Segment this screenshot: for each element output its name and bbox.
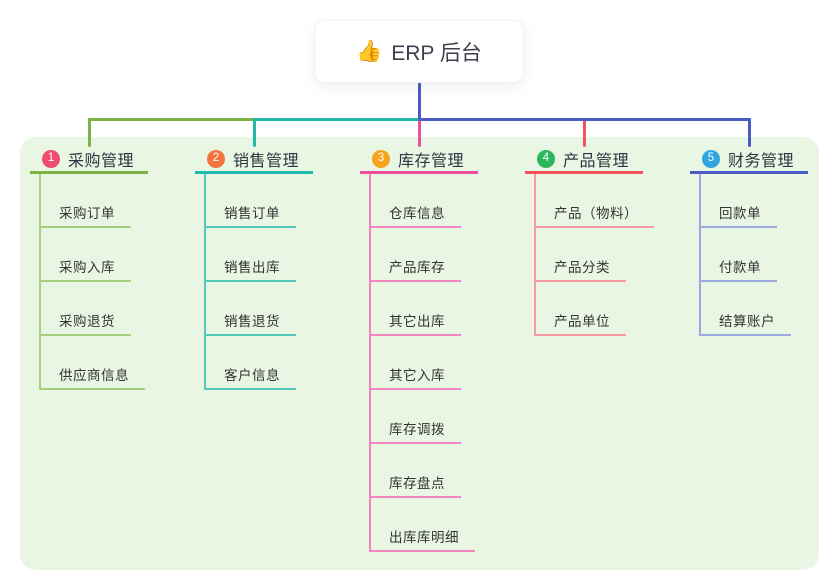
child-row: 仓库信息 bbox=[371, 174, 525, 228]
child-node[interactable]: 采购订单 bbox=[41, 202, 131, 228]
child-node[interactable]: 出库库明细 bbox=[371, 526, 475, 552]
branch-column-5: 5 财务管理 回款单付款单结算账户 bbox=[690, 147, 839, 336]
branch-node-label: 财务管理 bbox=[728, 153, 795, 170]
branch-number-badge: 4 bbox=[537, 150, 555, 168]
child-node[interactable]: 库存调拨 bbox=[371, 418, 461, 444]
child-node[interactable]: 销售订单 bbox=[206, 202, 296, 228]
branch-children: 仓库信息产品库存其它出库其它入库库存调拨库存盘点出库库明细 bbox=[369, 174, 525, 552]
root-node[interactable]: 👍 ERP 后台 bbox=[315, 21, 523, 82]
bus-segment-indigo bbox=[418, 118, 751, 121]
branch-node[interactable]: 3 库存管理 bbox=[360, 147, 478, 174]
branch-number-badge: 3 bbox=[372, 150, 390, 168]
branch-node-label: 产品管理 bbox=[563, 153, 630, 170]
branch-drop-line bbox=[252, 118, 256, 147]
branch-number-badge: 5 bbox=[702, 150, 720, 168]
branch-drop-line bbox=[417, 118, 421, 147]
thumbs-up-icon: 👍 bbox=[356, 40, 383, 63]
child-row: 采购订单 bbox=[41, 174, 195, 228]
child-node[interactable]: 供应商信息 bbox=[41, 364, 145, 390]
child-node[interactable]: 采购入库 bbox=[41, 256, 131, 282]
branch-drop-line bbox=[582, 118, 586, 147]
branch-number-badge: 2 bbox=[207, 150, 225, 168]
branch-column-1: 1 采购管理 采购订单采购入库采购退货供应商信息 bbox=[30, 147, 195, 390]
branch-node[interactable]: 1 采购管理 bbox=[30, 147, 148, 174]
branch-number-badge: 1 bbox=[42, 150, 60, 168]
child-row: 销售订单 bbox=[206, 174, 360, 228]
child-row: 销售退货 bbox=[206, 282, 360, 336]
child-node[interactable]: 付款单 bbox=[701, 256, 777, 282]
child-node[interactable]: 产品（物料） bbox=[536, 202, 654, 228]
child-row: 供应商信息 bbox=[41, 336, 195, 390]
branch-node-label: 采购管理 bbox=[68, 153, 135, 170]
child-row: 采购入库 bbox=[41, 228, 195, 282]
child-node[interactable]: 产品分类 bbox=[536, 256, 626, 282]
child-row: 结算账户 bbox=[701, 282, 839, 336]
root-connector-line bbox=[417, 82, 421, 121]
child-node[interactable]: 产品库存 bbox=[371, 256, 461, 282]
child-row: 客户信息 bbox=[206, 336, 360, 390]
child-row: 产品分类 bbox=[536, 228, 690, 282]
child-node[interactable]: 销售出库 bbox=[206, 256, 296, 282]
child-row: 其它入库 bbox=[371, 336, 525, 390]
branch-children: 产品（物料） 产品分类产品单位 bbox=[534, 174, 690, 336]
branch-node[interactable]: 4 产品管理 bbox=[525, 147, 643, 174]
branch-node-label: 销售管理 bbox=[233, 153, 300, 170]
branch-column-3: 3 库存管理 仓库信息产品库存其它出库其它入库库存调拨库存盘点出库库明细 bbox=[360, 147, 525, 552]
child-row: 产品库存 bbox=[371, 228, 525, 282]
child-row: 库存调拨 bbox=[371, 390, 525, 444]
child-row: 采购退货 bbox=[41, 282, 195, 336]
root-node-label: ERP 后台 bbox=[391, 41, 482, 65]
branch-column-2: 2 销售管理 销售订单销售出库销售退货客户信息 bbox=[195, 147, 360, 390]
child-row: 销售出库 bbox=[206, 228, 360, 282]
bus-segment-teal bbox=[253, 118, 419, 121]
child-row: 产品（物料） bbox=[536, 174, 690, 228]
branch-node[interactable]: 2 销售管理 bbox=[195, 147, 313, 174]
branch-drop-line bbox=[87, 118, 91, 147]
branch-node-label: 库存管理 bbox=[398, 153, 465, 170]
child-node[interactable]: 仓库信息 bbox=[371, 202, 461, 228]
child-node[interactable]: 库存盘点 bbox=[371, 472, 461, 498]
child-row: 其它出库 bbox=[371, 282, 525, 336]
child-node[interactable]: 其它入库 bbox=[371, 364, 461, 390]
branch-node[interactable]: 5 财务管理 bbox=[690, 147, 808, 174]
child-row: 回款单 bbox=[701, 174, 839, 228]
child-row: 付款单 bbox=[701, 228, 839, 282]
child-row: 产品单位 bbox=[536, 282, 690, 336]
child-node[interactable]: 采购退货 bbox=[41, 310, 131, 336]
branch-drop-line bbox=[747, 118, 751, 147]
bus-segment-green bbox=[88, 118, 254, 121]
branch-children: 采购订单采购入库采购退货供应商信息 bbox=[39, 174, 195, 390]
child-row: 出库库明细 bbox=[371, 498, 525, 552]
child-row: 库存盘点 bbox=[371, 444, 525, 498]
child-node[interactable]: 客户信息 bbox=[206, 364, 296, 390]
child-node[interactable]: 结算账户 bbox=[701, 310, 791, 336]
child-node[interactable]: 其它出库 bbox=[371, 310, 461, 336]
child-node[interactable]: 回款单 bbox=[701, 202, 777, 228]
branch-children: 回款单付款单结算账户 bbox=[699, 174, 839, 336]
child-node[interactable]: 产品单位 bbox=[536, 310, 626, 336]
child-node[interactable]: 销售退货 bbox=[206, 310, 296, 336]
branch-children: 销售订单销售出库销售退货客户信息 bbox=[204, 174, 360, 390]
branch-column-4: 4 产品管理 产品（物料） 产品分类产品单位 bbox=[525, 147, 690, 336]
